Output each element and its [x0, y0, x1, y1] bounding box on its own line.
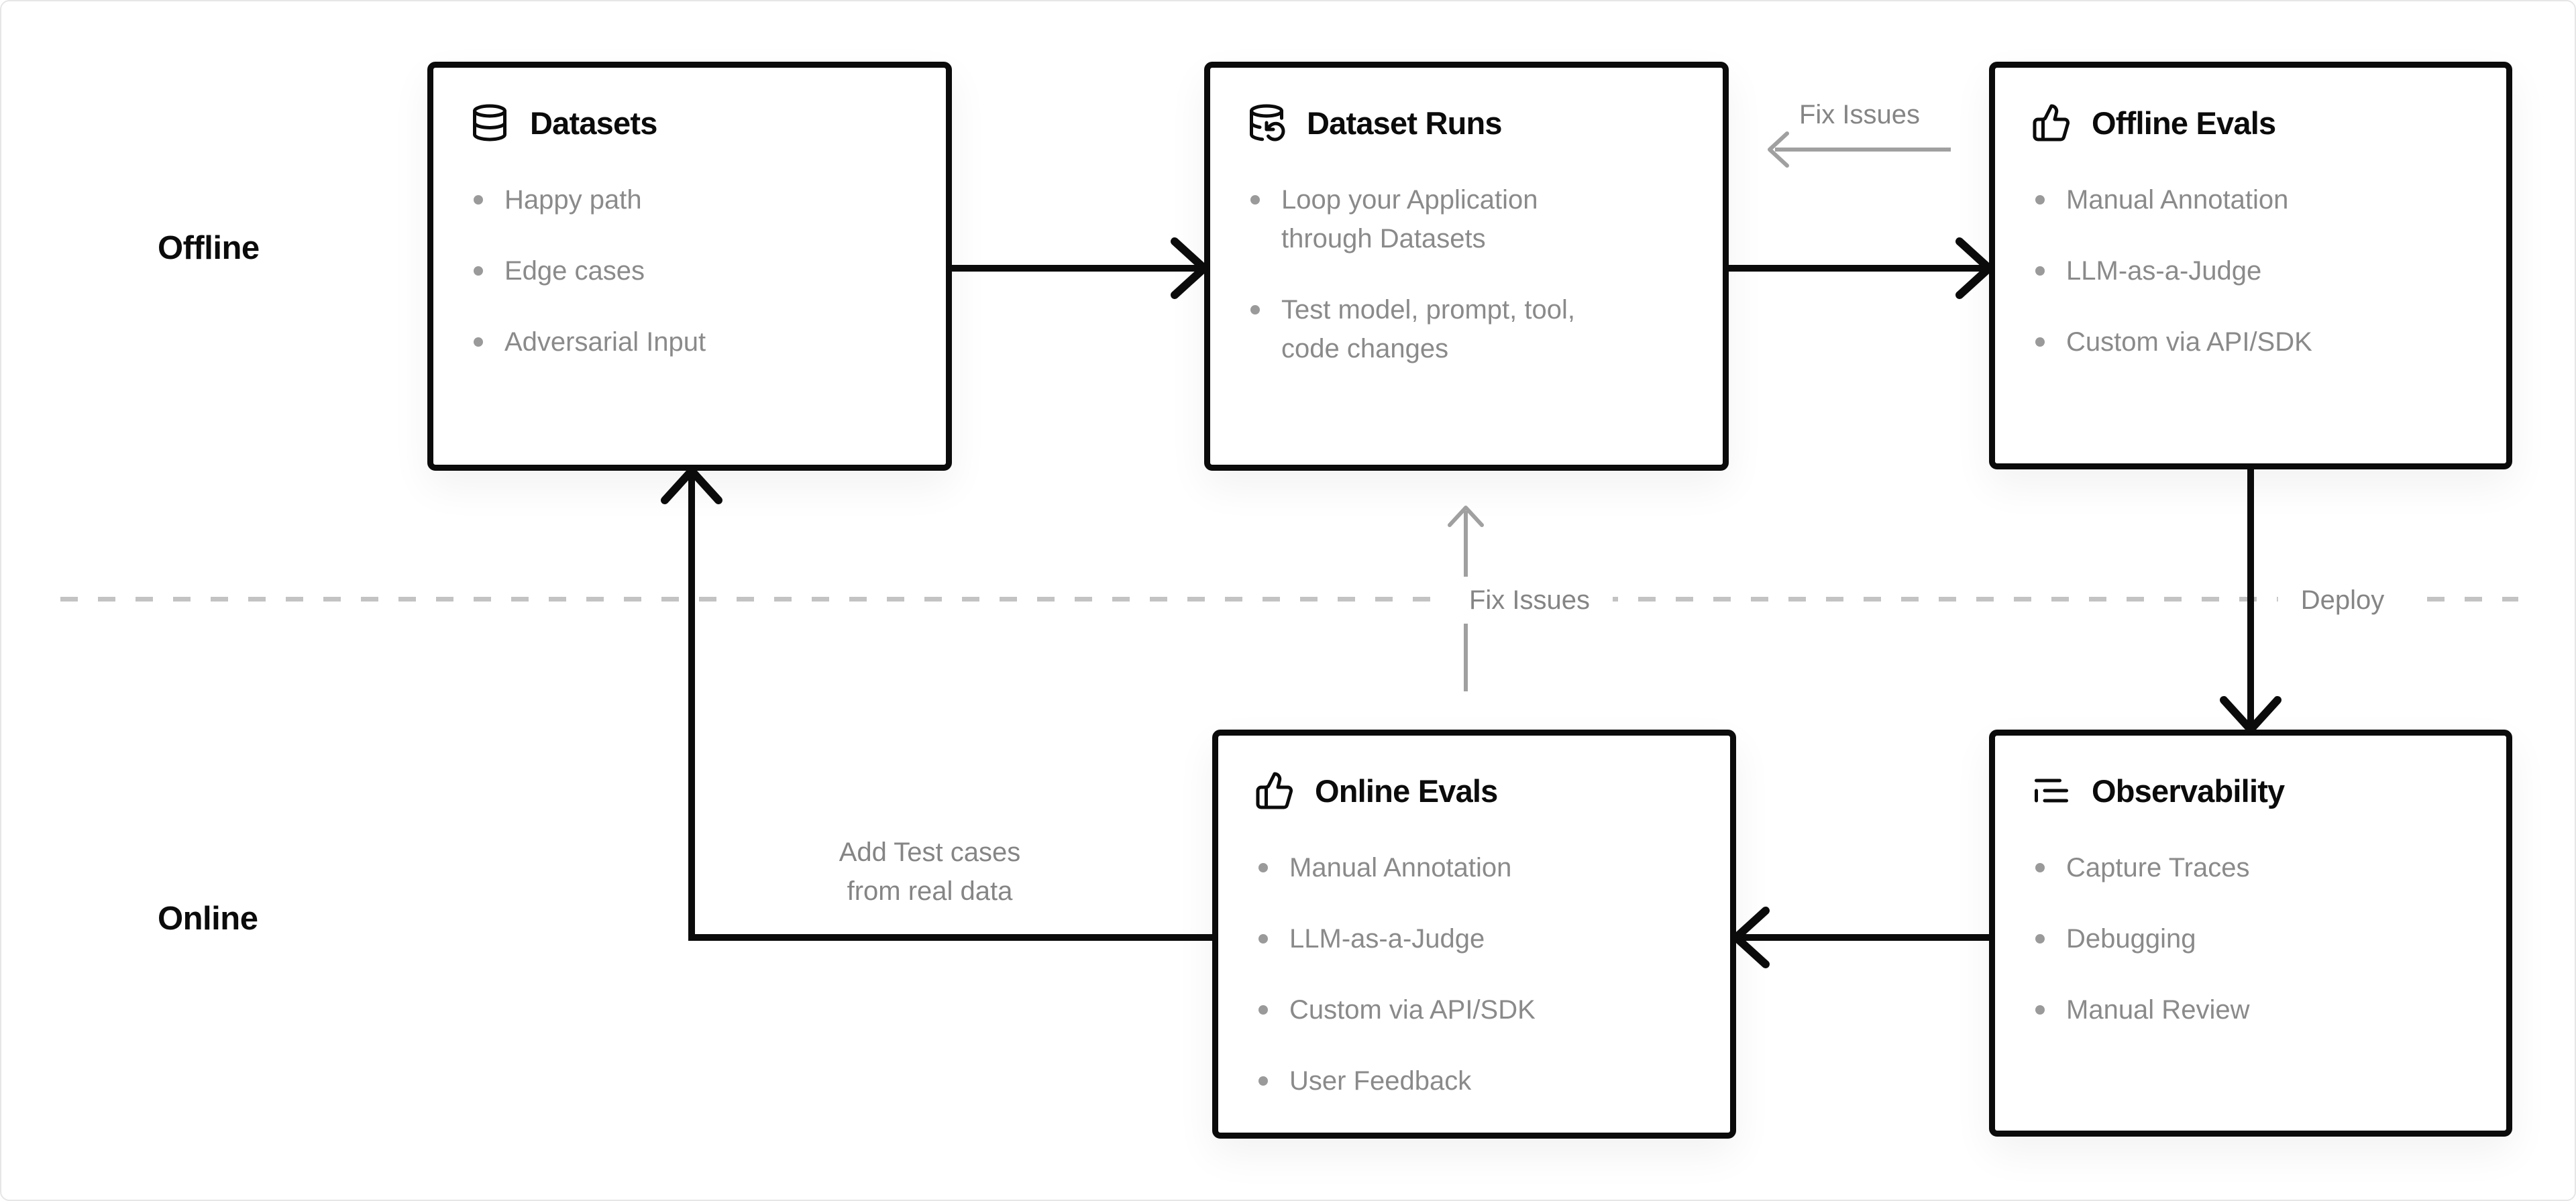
database-icon — [470, 103, 510, 143]
arrowhead-right — [1955, 237, 1993, 299]
online-evals-list: Manual Annotation LLM-as-a-Judge Custom … — [1250, 848, 1698, 1100]
offline-evals-header: Offline Evals — [2031, 103, 2474, 143]
thumbs-up-icon — [1254, 770, 1295, 811]
list-item: LLM-as-a-Judge — [1250, 919, 1698, 958]
list-item: Manual Review — [2027, 990, 2474, 1029]
arrow-shaft — [1727, 265, 1985, 272]
online-evals-title: Online Evals — [1315, 773, 1498, 809]
dataset-runs-title: Dataset Runs — [1307, 105, 1503, 141]
arrow-shaft — [951, 265, 1200, 272]
arrowhead-left — [1768, 131, 1789, 168]
database-backup-icon — [1246, 103, 1287, 143]
list-item: Edge cases — [466, 251, 914, 290]
datasets-title: Datasets — [530, 105, 657, 141]
arrowhead-down — [2220, 696, 2282, 734]
arrowhead-right — [1171, 237, 1208, 299]
observability-header: Observability — [2031, 770, 2474, 811]
arrowhead-left — [1732, 907, 1770, 968]
dataset-runs-list: Loop your Application through Datasets T… — [1242, 180, 1690, 368]
arrow-shaft — [1775, 148, 1951, 152]
offline-evals-list: Manual Annotation LLM-as-a-Judge Custom … — [2027, 180, 2474, 361]
dataset-runs-header: Dataset Runs — [1246, 103, 1690, 143]
arrow-shaft-vertical — [688, 473, 695, 939]
arrow-shaft-horizontal — [688, 934, 1214, 941]
online-evals-header: Online Evals — [1254, 770, 1698, 811]
list-item: Test model, prompt, tool, code changes — [1242, 290, 1690, 368]
thumbs-up-icon — [2031, 103, 2072, 143]
list-item: Adversarial Input — [466, 323, 914, 361]
arrowhead-up — [661, 467, 722, 504]
list-item: Manual Annotation — [1250, 848, 1698, 887]
list-item: Custom via API/SDK — [1250, 990, 1698, 1029]
flow-box-dataset-runs: Dataset Runs Loop your Application throu… — [1204, 62, 1729, 471]
arrowhead-up — [1448, 506, 1484, 527]
observability-list: Capture Traces Debugging Manual Review — [2027, 848, 2474, 1029]
flow-box-offline-evals: Offline Evals Manual Annotation LLM-as-a… — [1989, 62, 2512, 469]
fix-issues-top-label: Fix Issues — [1799, 100, 1921, 129]
datasets-header: Datasets — [470, 103, 914, 143]
offline-online-divider — [60, 597, 2518, 602]
list-item: Happy path — [466, 180, 914, 219]
list-item: Loop your Application through Datasets — [1242, 180, 1690, 258]
flow-box-observability: Observability Capture Traces Debugging M… — [1989, 730, 2512, 1137]
observability-title: Observability — [2092, 773, 2285, 809]
list-item: Debugging — [2027, 919, 2474, 958]
arrow-shaft — [1740, 934, 1990, 941]
list-item: Capture Traces — [2027, 848, 2474, 887]
add-test-cases-label: Add Test cases from real data — [839, 838, 1021, 906]
offline-evals-title: Offline Evals — [2092, 105, 2276, 141]
list-item: Custom via API/SDK — [2027, 323, 2474, 361]
flow-box-online-evals: Online Evals Manual Annotation LLM-as-a-… — [1212, 730, 1736, 1139]
datasets-list: Happy path Edge cases Adversarial Input — [466, 180, 914, 361]
list-item: User Feedback — [1250, 1062, 1698, 1100]
list-item: LLM-as-a-Judge — [2027, 251, 2474, 290]
list-item: Manual Annotation — [2027, 180, 2474, 219]
fix-issues-middle-label: Fix Issues — [1446, 577, 1613, 624]
text-quote-icon — [2031, 770, 2072, 811]
offline-section-label: Offline — [158, 230, 260, 266]
flow-box-datasets: Datasets Happy path Edge cases Adversari… — [427, 62, 952, 471]
arrow-shaft — [2247, 468, 2254, 727]
online-section-label: Online — [158, 901, 258, 937]
deploy-label: Deploy — [2277, 577, 2408, 624]
